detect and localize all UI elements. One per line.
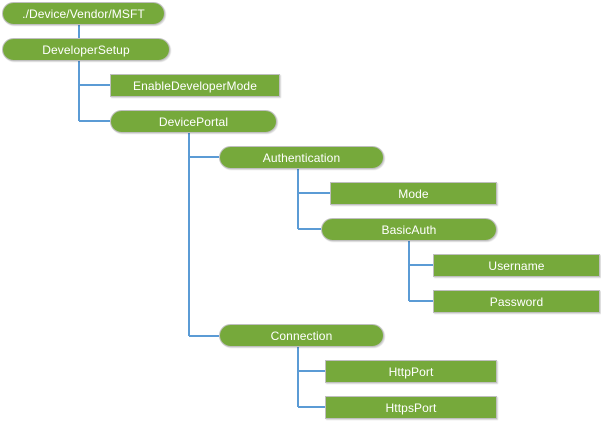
node-username-label: Username — [488, 258, 545, 273]
node-device-portal-label: DevicePortal — [158, 114, 229, 129]
node-http-port[interactable]: HttpPort — [325, 360, 497, 383]
node-root-label: ./Device/Vendor/MSFT — [22, 6, 145, 21]
node-authentication-label: Authentication — [262, 150, 341, 165]
node-enable-developer-mode[interactable]: EnableDeveloperMode — [110, 74, 280, 97]
node-https-port[interactable]: HttpsPort — [325, 396, 497, 419]
node-username[interactable]: Username — [433, 254, 600, 277]
node-developer-setup-label: DeveloperSetup — [42, 42, 130, 57]
node-developer-setup[interactable]: DeveloperSetup — [2, 38, 170, 61]
node-basic-auth[interactable]: BasicAuth — [321, 218, 497, 241]
node-enable-developer-mode-label: EnableDeveloperMode — [133, 78, 257, 93]
node-http-port-label: HttpPort — [388, 364, 434, 379]
node-root[interactable]: ./Device/Vendor/MSFT — [2, 2, 165, 25]
node-https-port-label: HttpsPort — [385, 400, 437, 415]
node-basic-auth-label: BasicAuth — [381, 222, 437, 237]
node-password[interactable]: Password — [433, 290, 600, 313]
node-connection[interactable]: Connection — [219, 324, 384, 347]
node-mode-label: Mode — [398, 186, 429, 201]
node-mode[interactable]: Mode — [330, 182, 497, 205]
node-password-label: Password — [489, 294, 544, 309]
node-device-portal[interactable]: DevicePortal — [110, 110, 277, 133]
node-connection-label: Connection — [270, 328, 333, 343]
node-authentication[interactable]: Authentication — [219, 146, 384, 169]
